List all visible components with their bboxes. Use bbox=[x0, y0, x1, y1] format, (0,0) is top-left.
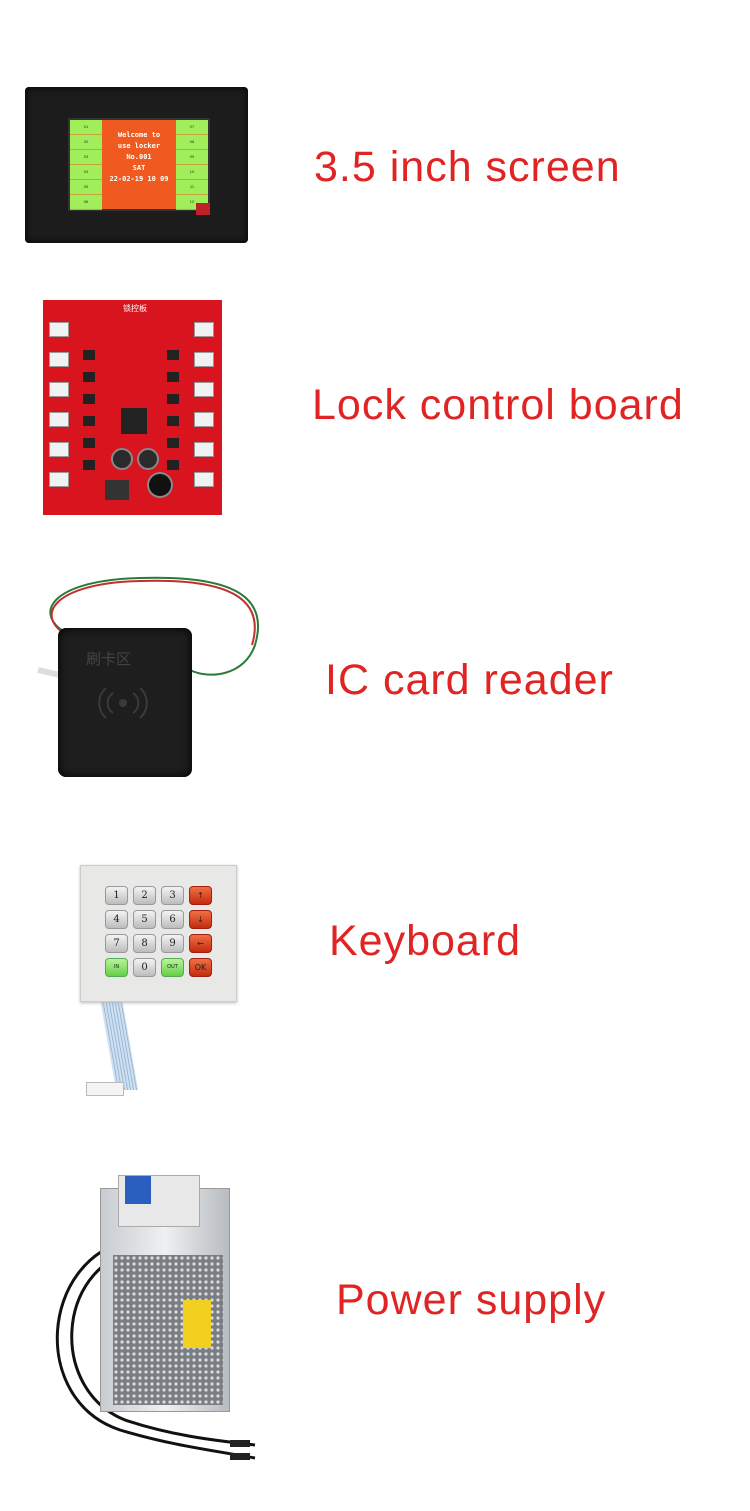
lcd-line: No.001 bbox=[126, 153, 152, 161]
lcd-message: Welcome to use locker No.001 SAT 22-02-1… bbox=[102, 130, 176, 185]
lcd-line: Welcome to bbox=[117, 131, 161, 139]
lock-connector bbox=[49, 442, 69, 457]
lcd-cell: 07 bbox=[176, 120, 208, 135]
psu-warning-label bbox=[183, 1300, 211, 1348]
driver-chip bbox=[83, 416, 95, 426]
driver-chip bbox=[83, 350, 95, 360]
capacitor bbox=[137, 448, 159, 470]
driver-chip bbox=[167, 372, 179, 382]
mcu-chip bbox=[121, 408, 147, 434]
keypad-key: 8 bbox=[133, 934, 156, 953]
lcd-cell: 11 bbox=[176, 180, 208, 195]
driver-chip bbox=[167, 438, 179, 448]
driver-chip bbox=[83, 438, 95, 448]
driver-chip bbox=[167, 394, 179, 404]
lcd-left-column: 01 02 03 04 05 06 bbox=[70, 120, 102, 210]
driver-chip bbox=[83, 372, 95, 382]
keypad-key: 7 bbox=[105, 934, 128, 953]
keypad-key: ← bbox=[189, 934, 212, 953]
keypad-key: OK bbox=[189, 958, 212, 977]
lcd-cell: 12 bbox=[176, 195, 208, 210]
lock-connector bbox=[194, 352, 214, 367]
inductor bbox=[147, 472, 173, 498]
board-silkscreen: 锁控板 bbox=[123, 304, 147, 313]
lock-connector bbox=[194, 472, 214, 487]
driver-chip bbox=[83, 460, 95, 470]
lock-connector bbox=[49, 322, 69, 337]
screen-film-tab bbox=[196, 203, 210, 215]
keypad-key: IN bbox=[105, 958, 128, 977]
reader-marking: 刷卡区 bbox=[86, 650, 132, 668]
lcd-display: 01 02 03 04 05 06 Welcome to use locker … bbox=[68, 118, 210, 211]
keypad-key: OUT bbox=[161, 958, 184, 977]
lock-connector bbox=[194, 322, 214, 337]
keypad-key: 6 bbox=[161, 910, 184, 929]
lcd-cell: 09 bbox=[176, 150, 208, 165]
driver-chip bbox=[167, 460, 179, 470]
lcd-cell: 03 bbox=[70, 150, 102, 165]
lcd-line: use locker bbox=[117, 142, 161, 150]
ic-card-reader-image: 刷卡区 bbox=[58, 628, 192, 777]
lcd-cell: 02 bbox=[70, 135, 102, 150]
keypad-key: 5 bbox=[133, 910, 156, 929]
capacitor bbox=[111, 448, 133, 470]
lcd-line: 22-02-19 10 09 bbox=[109, 175, 169, 183]
lcd-cell: 05 bbox=[70, 180, 102, 195]
lock-connector bbox=[49, 472, 69, 487]
lcd-cell: 06 bbox=[70, 195, 102, 210]
keypad-key: ↑ bbox=[189, 886, 212, 905]
lcd-cell: 08 bbox=[176, 135, 208, 150]
lcd-cell: 04 bbox=[70, 165, 102, 180]
lcd-cell: 10 bbox=[176, 165, 208, 180]
ribbon-connector bbox=[86, 1082, 124, 1096]
label-psu: Power supply bbox=[336, 1276, 607, 1324]
circuit-breaker bbox=[118, 1175, 200, 1227]
driver-chip bbox=[167, 350, 179, 360]
label-screen: 3.5 inch screen bbox=[314, 143, 621, 191]
lcd-right-column: 07 08 09 10 11 12 bbox=[176, 120, 208, 210]
keypad-key: 3 bbox=[161, 886, 184, 905]
keypad-key: 9 bbox=[161, 934, 184, 953]
label-reader: IC card reader bbox=[325, 656, 614, 704]
keypad-key: ↓ bbox=[189, 910, 212, 929]
driver-chip bbox=[167, 416, 179, 426]
keypad-key: 1 bbox=[105, 886, 128, 905]
label-board: Lock control board bbox=[312, 381, 684, 429]
screen-product-image: 01 02 03 04 05 06 Welcome to use locker … bbox=[25, 87, 248, 243]
label-keypad: Keyboard bbox=[329, 917, 522, 965]
keypad-ribbon-cable bbox=[99, 998, 139, 1090]
lcd-cell: 01 bbox=[70, 120, 102, 135]
rfid-wave-icon bbox=[98, 687, 148, 719]
lock-connector bbox=[194, 382, 214, 397]
lock-connector bbox=[194, 412, 214, 427]
keypad-key: 0 bbox=[133, 958, 156, 977]
driver-chip bbox=[83, 394, 95, 404]
regulator bbox=[105, 480, 129, 500]
lock-connector bbox=[49, 382, 69, 397]
breaker-switch bbox=[125, 1176, 151, 1204]
lock-connector bbox=[194, 442, 214, 457]
lock-connector bbox=[49, 352, 69, 367]
keypad-key: 2 bbox=[133, 886, 156, 905]
keypad-key: 4 bbox=[105, 910, 128, 929]
lock-control-board-image: 锁控板 bbox=[43, 300, 222, 515]
lock-connector bbox=[49, 412, 69, 427]
reader-cable bbox=[37, 576, 260, 678]
lcd-line: SAT bbox=[132, 164, 146, 172]
